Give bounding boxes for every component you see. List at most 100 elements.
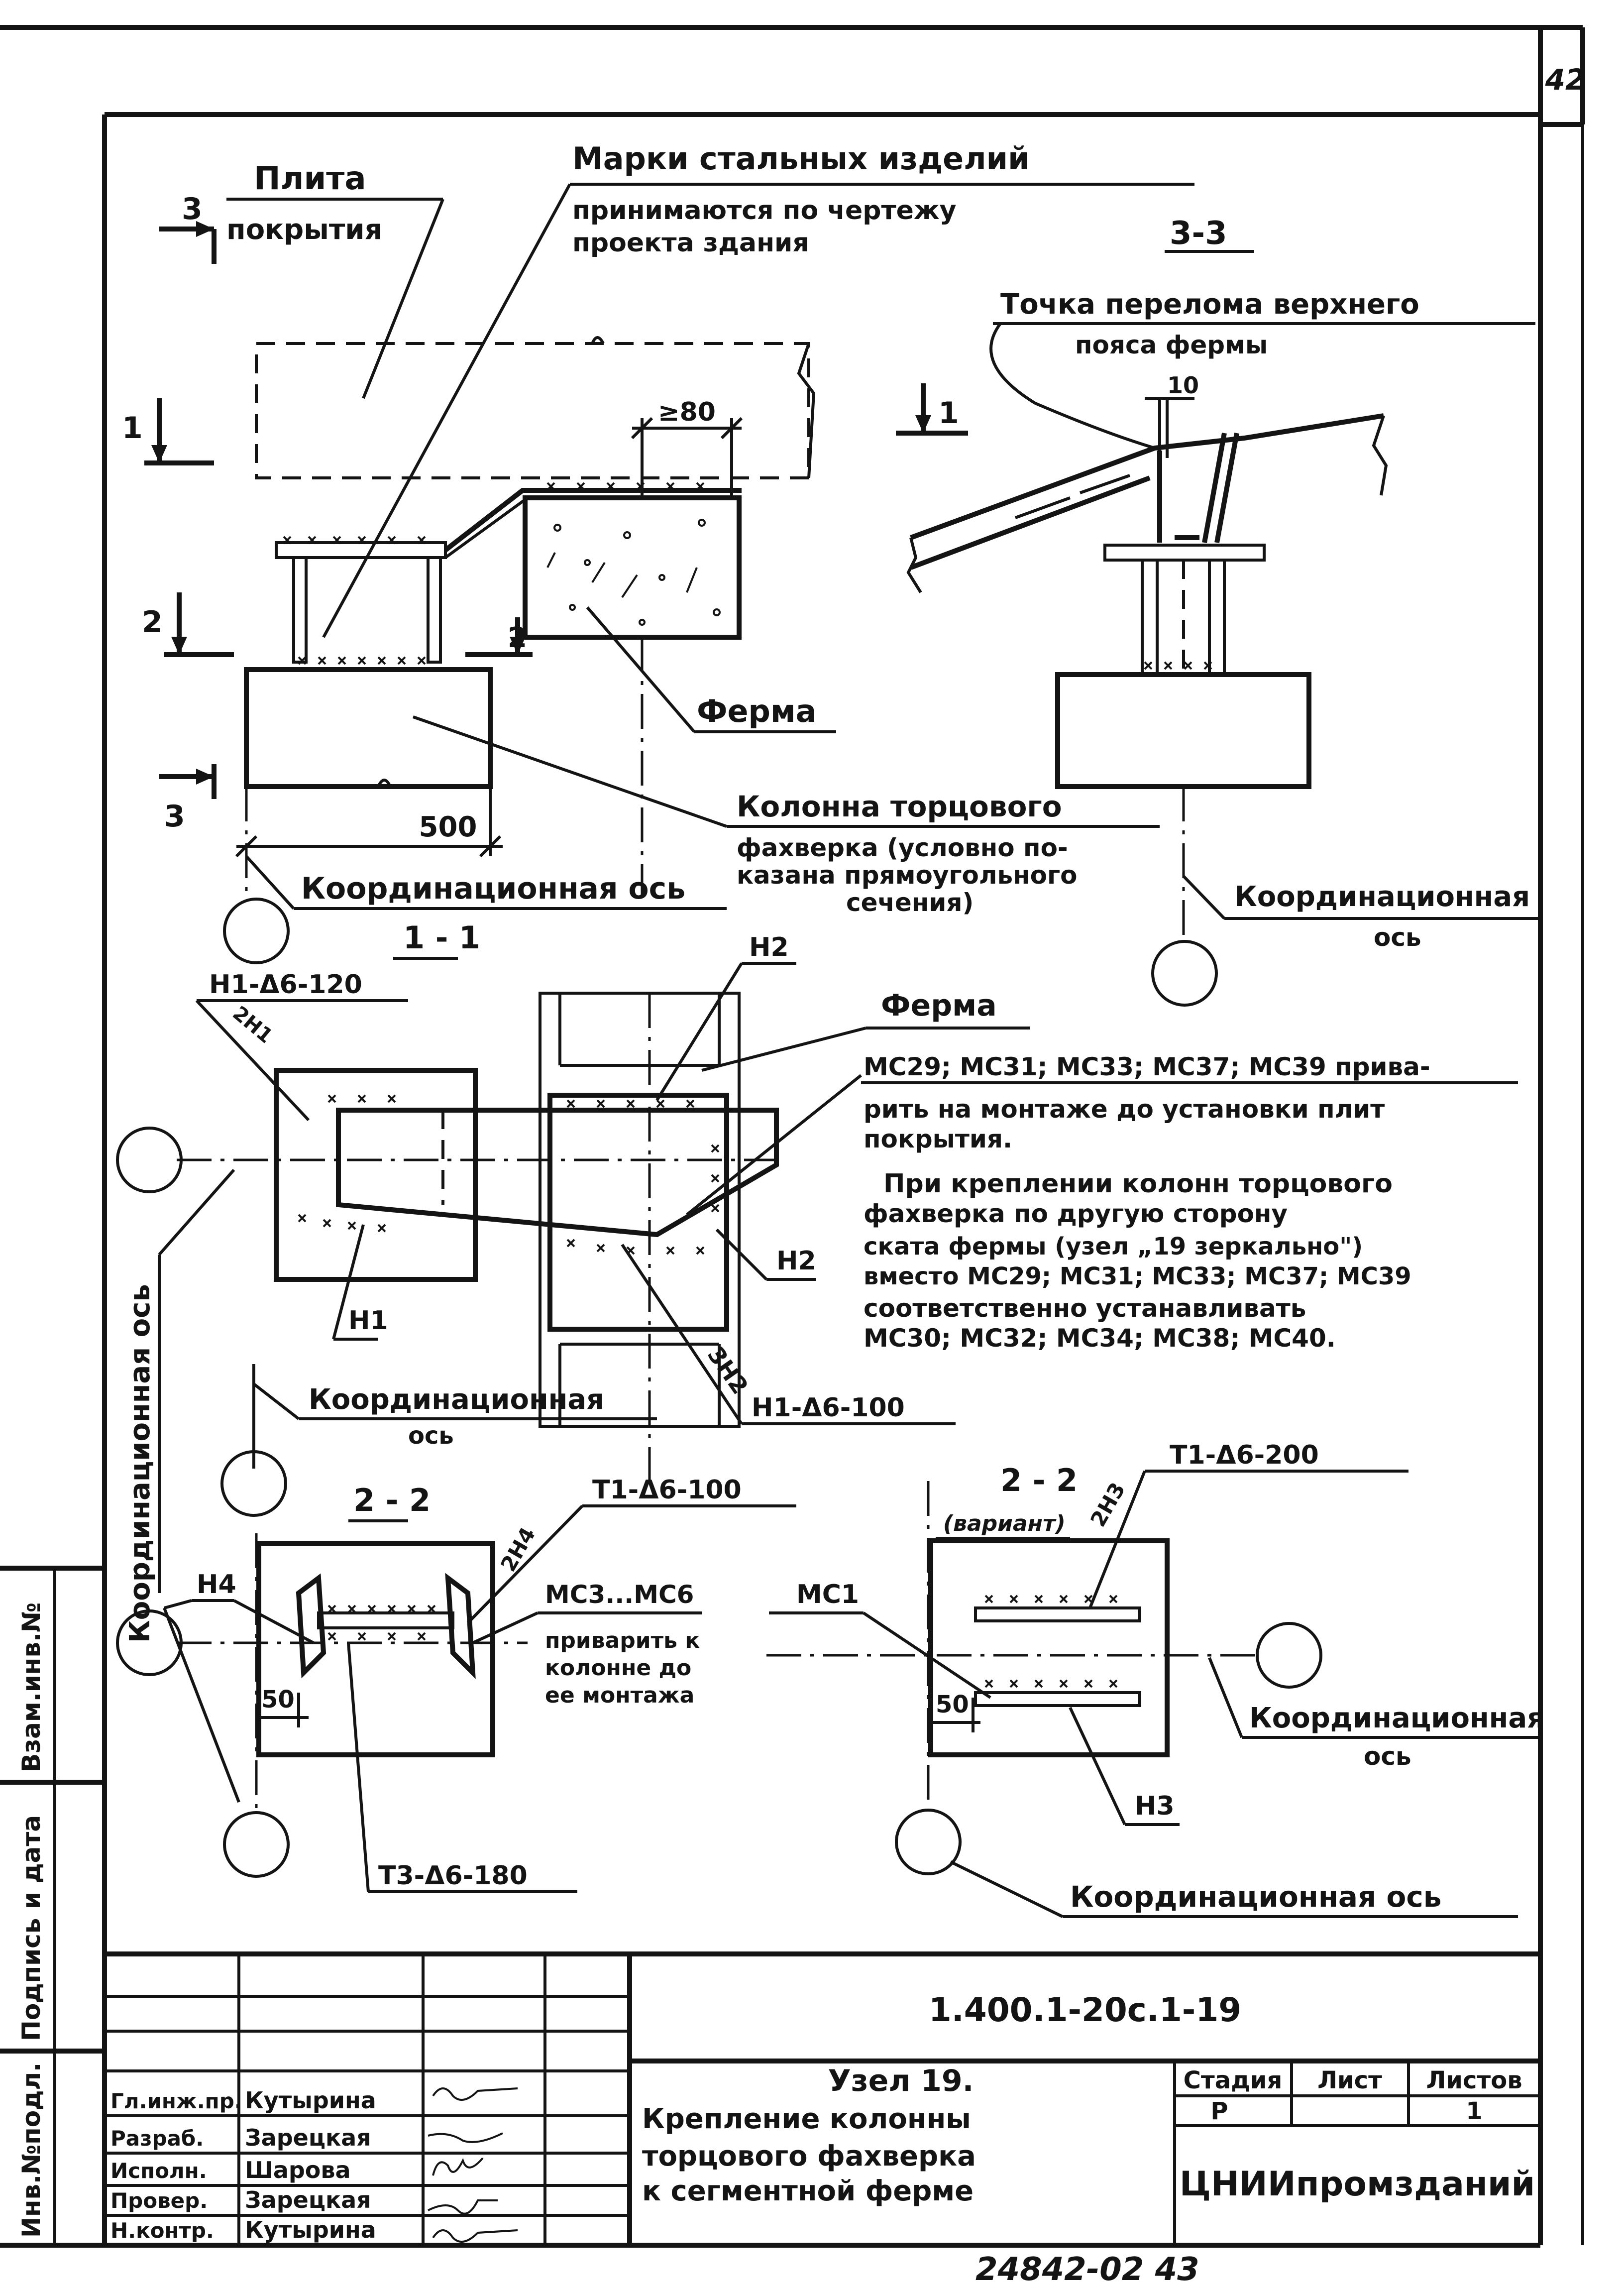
column-label-1: Колонна торцового — [737, 790, 1062, 823]
tb-name-1: Зарецкая — [245, 2124, 371, 2151]
axis-bubble-top-right — [1151, 940, 1218, 1007]
cut-1-left: 1 — [122, 411, 143, 446]
axis-bubble-variant-bottom — [895, 1809, 962, 1875]
note-line-2: рить на монтаже до установки плит — [864, 1095, 1385, 1124]
signatures — [428, 2087, 518, 2243]
n1: Н1 — [348, 1306, 388, 1336]
mc1: МС1 — [796, 1580, 859, 1609]
title-line-3: торцового фахверка — [642, 2140, 976, 2173]
section-2-2-variant-title: 2 - 2 — [1000, 1462, 1078, 1498]
slab-label-2: покрытия — [226, 214, 383, 246]
coord-1-1-label-2: ось — [408, 1422, 454, 1450]
stamp-inv-vzam: Взам.инв.№ — [17, 1603, 46, 1772]
axis-bubble-variant-right — [1256, 1622, 1322, 1689]
weld-note-2: колонне до — [545, 1655, 691, 1681]
axis-bubble-top-left — [223, 898, 290, 964]
note-line-7: вместо МС29; МС31; МС33; МС37; МС39 — [864, 1262, 1411, 1290]
sheets-header: Листов — [1426, 2066, 1522, 2094]
sheets-value: 1 — [1466, 2097, 1482, 2125]
note-line-3: покрытия. — [864, 1125, 1012, 1153]
section-2-2: 2 - 2 Т1-Δ6-100 2Н4 Н4 МС3...МС6 привари… — [116, 1475, 796, 1893]
page-number: 42 — [1545, 63, 1586, 97]
title-line-4: к сегментной ферме — [642, 2175, 974, 2207]
note-line-4: При креплении колонн торцового — [883, 1169, 1393, 1199]
dim-50-right: 50 — [936, 1691, 969, 1718]
variant-label: (вариант) — [943, 1511, 1066, 1536]
n2-top: Н2 — [749, 932, 789, 962]
t1-d6-200: Т1-Δ6-200 — [1170, 1440, 1319, 1470]
tb-role-2: Исполн. — [110, 2159, 207, 2183]
weld-note-3: ее монтажа — [545, 1683, 694, 1708]
title-block: 1.400.1-20с.1-19 Узел 19. Крепление коло… — [105, 1951, 1540, 2245]
section-3-3: 3-3 Точка перелома верхнего пояса фермы … — [896, 215, 1538, 1007]
column-label-4: сечения) — [846, 888, 974, 917]
dim-50-left: 50 — [261, 1686, 295, 1714]
marks-line-2: принимаются по чертежу — [572, 196, 957, 226]
note-line-9: МС30; МС32; МС34; МС38; МС40. — [864, 1324, 1336, 1353]
tb-role-0: Гл.инж.пр. — [110, 2089, 242, 2113]
h1-d6-120: Н1-Δ6-120 — [209, 970, 362, 1000]
h1-d6-100: Н1-Δ6-100 — [752, 1393, 905, 1423]
n3: Н3 — [1135, 1791, 1175, 1821]
section-2-2-title: 2 - 2 — [353, 1482, 431, 1518]
tb-name-2: Шарова — [245, 2157, 351, 2183]
note-line-5: фахверка по другую сторону — [864, 1199, 1288, 1228]
dim-500: 500 — [419, 811, 477, 843]
tb-name-4: Кутырина — [245, 2216, 376, 2243]
coord-axis-top: Координационная ось — [301, 871, 685, 906]
axis-bubble-2-2-bottom — [223, 1811, 290, 1878]
coord-right-1: Координационная — [1234, 881, 1530, 913]
frame — [0, 25, 1585, 2248]
elevation-view: ≥80 500 3 3 1 2 2 — [122, 192, 816, 896]
marks-line-1: Марки стальных изделий — [572, 140, 1030, 177]
dim-10: 10 — [1167, 372, 1199, 399]
tb-role-4: Н.контр. — [110, 2218, 214, 2243]
weld-note-1: приварить к — [545, 1628, 700, 1653]
tb-name-3: Зарецкая — [245, 2186, 371, 2213]
truss-label-top: Ферма — [697, 693, 816, 729]
cut-1-right: 1 — [938, 396, 959, 431]
dim-ge80: ≥80 — [658, 397, 716, 427]
marks-line-3: проекта здания — [572, 228, 809, 258]
column-label-3: казана прямоугольного — [737, 861, 1078, 890]
footer-code: 24842-02 43 — [975, 2251, 1199, 2288]
break-point-label-1: Точка перелома верхнего — [1000, 288, 1419, 321]
sheet-header: Лист — [1317, 2066, 1382, 2094]
cut-3-bottom: 3 — [164, 799, 185, 834]
stage-header: Стадия — [1184, 2066, 1283, 2094]
drawing-code: 1.400.1-20с.1-19 — [929, 1991, 1241, 2029]
section-2-2-variant: 2 - 2 (вариант) Т1-Δ6-200 2Н3 МС1 50 Н3 … — [766, 1440, 1545, 1918]
stage-value: Р — [1210, 2097, 1228, 2125]
axis-bubble-1-1 — [116, 1127, 183, 1193]
truss-label-mid: Ферма — [881, 988, 997, 1023]
cut-2-left: 2 — [142, 605, 163, 640]
section-1-1-title: 1 - 1 — [403, 919, 480, 956]
cut-3-top: 3 — [182, 192, 203, 227]
column-label-2: фахверка (условно по- — [737, 833, 1068, 862]
title-line-1: Узел 19. — [828, 2063, 974, 2098]
note-block: МС29; МС31; МС33; МС37; МС39 прива- рить… — [861, 1052, 1518, 1353]
title-block-roles: Гл.инж.пр.КутыринаРазраб.ЗарецкаяИсполн.… — [110, 2087, 376, 2243]
coord-bottom-right: Координационная ось — [1070, 1880, 1441, 1914]
note-line-1: МС29; МС31; МС33; МС37; МС39 прива- — [864, 1052, 1430, 1081]
axis-bubble-2-2-left — [116, 1609, 183, 1676]
weld-3n2: 3Н2 — [702, 1342, 754, 1399]
note-line-8: соответственно устанавливать — [864, 1294, 1306, 1323]
coord-vertical: Координационная ось — [124, 1284, 156, 1643]
t1-d6-100: Т1-Δ6-100 — [592, 1475, 742, 1505]
tb-role-3: Провер. — [110, 2188, 208, 2213]
slab-label-1: Плита — [254, 160, 366, 197]
stamp-inv-podl: Инв.№подл. — [17, 2062, 46, 2238]
coord-1-1-label-1: Координационная — [309, 1383, 604, 1416]
organization: ЦНИИпромзданий — [1180, 2165, 1535, 2204]
section-1-1: 1 - 1 Н1-Δ6-120 2Н1 Н2 — [116, 919, 1030, 1643]
weld-2n4: 2Н4 — [496, 1523, 540, 1576]
tb-role-1: Разраб. — [110, 2126, 204, 2151]
mc3-mc6: МС3...МС6 — [545, 1580, 694, 1609]
coord-variant-2: ось — [1364, 1742, 1411, 1771]
stamp-sign-date: Подпись и дата — [17, 1815, 46, 2041]
title-line-2: Крепление колонны — [642, 2103, 971, 2135]
tb-name-0: Кутырина — [245, 2087, 376, 2114]
side-stamp: Взам.инв.№ Подпись и дата Инв.№подл. — [0, 1566, 105, 2248]
